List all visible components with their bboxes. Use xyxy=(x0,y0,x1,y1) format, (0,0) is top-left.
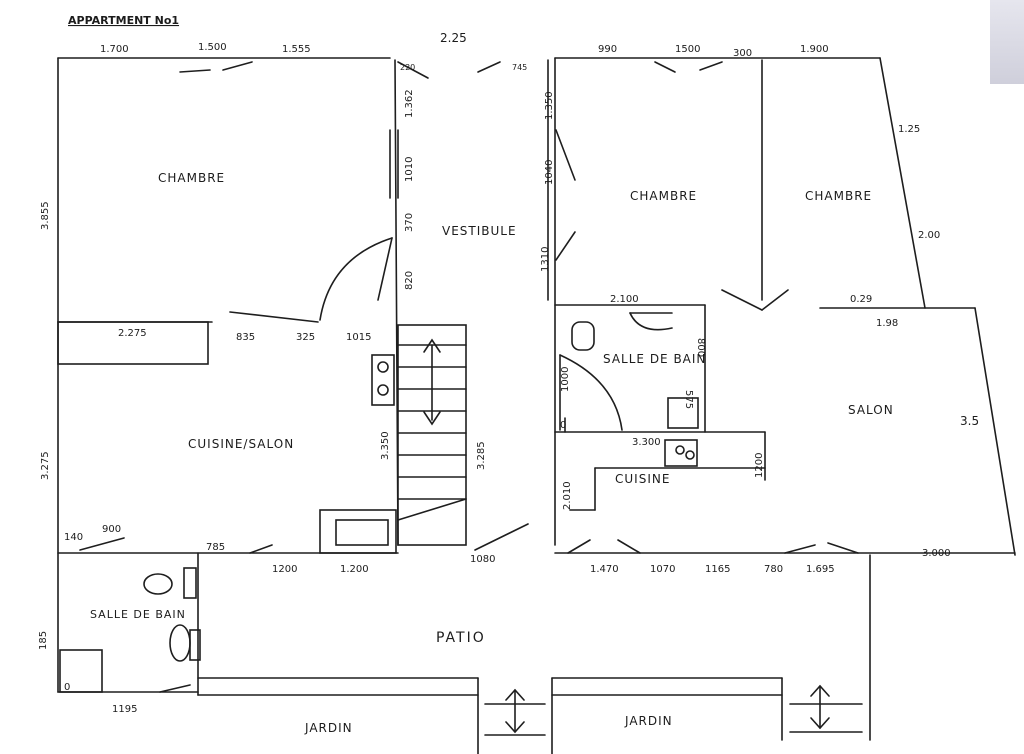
dim-label: 3.000 xyxy=(922,548,951,559)
dim-label: 1.555 xyxy=(282,44,311,55)
dim-label: 220 xyxy=(400,63,415,72)
room-salle-de-bain-center: SALLE DE BAIN xyxy=(603,352,706,366)
room-vestibule: VESTIBULE xyxy=(442,224,517,238)
dim-label: 185 xyxy=(38,631,49,650)
dim-label: 3.285 xyxy=(476,441,487,470)
dim-label: 1.350 xyxy=(544,91,555,120)
dim-label: 370 xyxy=(404,213,415,232)
dim-label: 1165 xyxy=(705,564,730,575)
dim-label: 835 xyxy=(236,332,255,343)
dim-label: 3.5 xyxy=(960,414,979,428)
dim-label: 1.362 xyxy=(404,89,415,118)
dim-label: 3.350 xyxy=(380,431,391,460)
dim-label: 1000 xyxy=(560,367,571,392)
dim-label: 780 xyxy=(764,564,783,575)
room-salon: SALON xyxy=(848,403,894,417)
room-cuisine-salon: CUISINE/SALON xyxy=(188,437,294,451)
dim-label: 325 xyxy=(296,332,315,343)
dim-label: 1200 xyxy=(754,453,765,478)
dim-label: 2.25 xyxy=(440,31,467,45)
dim-label: 2.100 xyxy=(610,294,639,305)
dim-label: 0 xyxy=(560,420,566,431)
dim-label: 820 xyxy=(404,271,415,290)
dim-label: 1015 xyxy=(346,332,371,343)
room-jardin-right: JARDIN xyxy=(624,714,673,728)
dim-label: 140 xyxy=(64,532,83,543)
walls xyxy=(57,57,1016,754)
dim-label: 300 xyxy=(733,48,752,59)
dim-label: 1.200 xyxy=(340,564,369,575)
dim-label: 1.470 xyxy=(590,564,619,575)
dim-label: 2.00 xyxy=(918,230,940,241)
dim-label: 1040 xyxy=(544,160,555,185)
dim-label: 1.700 xyxy=(100,44,129,55)
room-salle-de-bain-left: SALLE DE BAIN xyxy=(90,608,186,621)
dim-label: 1.25 xyxy=(898,124,920,135)
dim-label: 990 xyxy=(598,44,617,55)
plan-title: APPARTMENT No1 xyxy=(68,14,179,27)
dim-label: 3.855 xyxy=(40,201,51,230)
dim-label: 3.300 xyxy=(632,437,661,448)
dim-label: 785 xyxy=(206,542,225,553)
dim-label: 0 xyxy=(64,682,70,693)
dim-label: 2.010 xyxy=(562,481,573,510)
dim-label: 1070 xyxy=(650,564,675,575)
dim-label: 1500 xyxy=(675,44,700,55)
dim-label: 1080 xyxy=(470,554,495,565)
dim-label: 1.500 xyxy=(198,42,227,53)
dim-label: 2.275 xyxy=(118,328,147,339)
room-chambre-mid: CHAMBRE xyxy=(630,189,697,203)
dim-label: 900 xyxy=(102,524,121,535)
dim-label: 1195 xyxy=(112,704,137,715)
dim-label: 1.900 xyxy=(800,44,829,55)
dim-label: 745 xyxy=(512,63,527,72)
room-cuisine: CUISINE xyxy=(615,472,670,486)
room-chambre-left: CHAMBRE xyxy=(158,171,225,185)
dim-label: 1010 xyxy=(404,157,415,182)
dim-label: 3.275 xyxy=(40,451,51,480)
room-jardin-left: JARDIN xyxy=(304,721,353,735)
room-chambre-right: CHAMBRE xyxy=(805,189,872,203)
dim-label: 1.98 xyxy=(876,318,898,329)
dim-label: 575 xyxy=(683,390,694,409)
room-patio: PATIO xyxy=(436,630,486,646)
dim-label: 1200 xyxy=(272,564,297,575)
scan-edge-shadow xyxy=(990,0,1024,84)
dim-label: 0.29 xyxy=(850,294,872,305)
labels: APPARTMENT No1 CHAMBRE VESTIBULE CHAMBRE… xyxy=(38,14,979,735)
dim-label: 1310 xyxy=(540,247,551,272)
dim-label: 1.695 xyxy=(806,564,835,575)
dim-label: 800 xyxy=(695,338,706,357)
